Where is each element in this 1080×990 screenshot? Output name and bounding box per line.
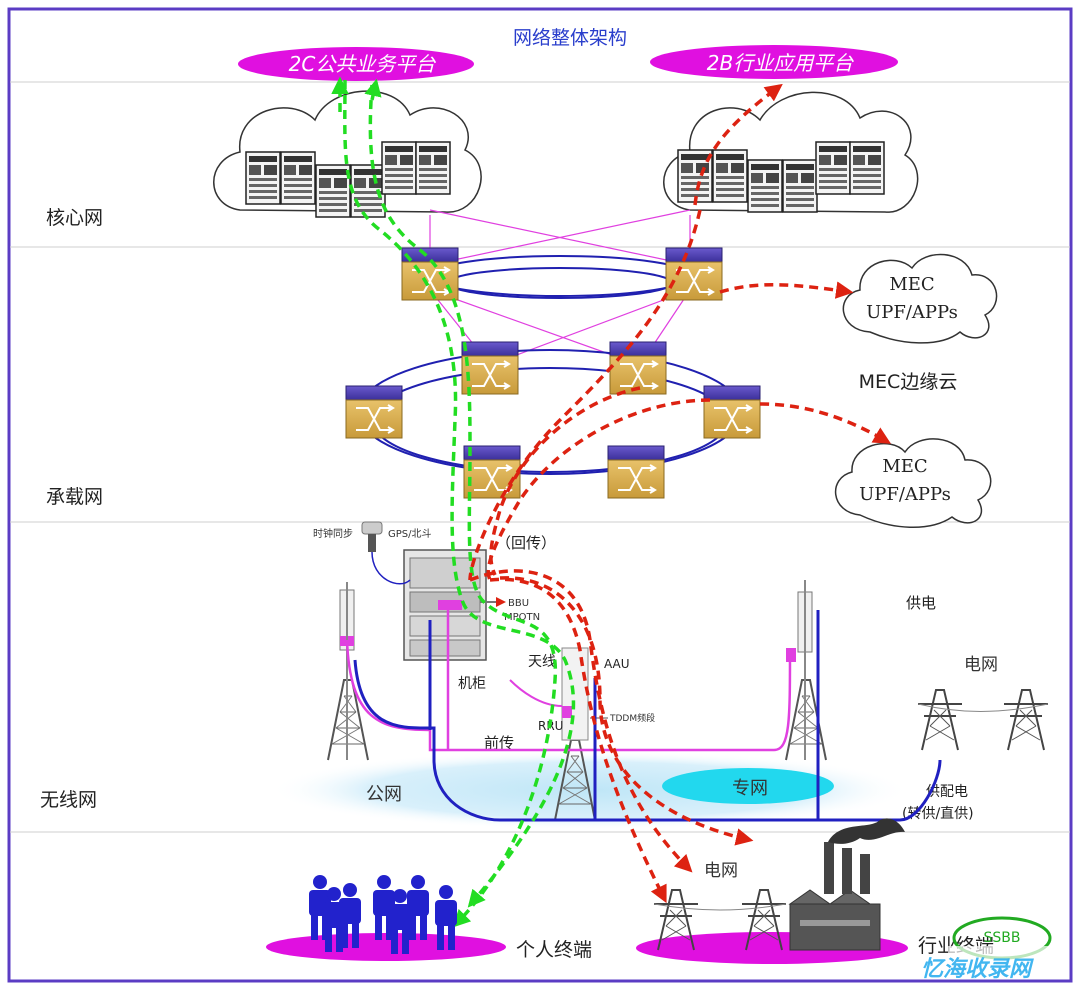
- tdd-band-label: TDDM频段: [609, 712, 655, 724]
- server-icon: [381, 141, 417, 195]
- platform-2c: 2C公共业务平台: [238, 47, 474, 81]
- mec-cloud-upper: MEC UPF/APPs: [842, 253, 998, 344]
- power-line: [917, 703, 1049, 712]
- mec-cloud-upper-line-1: MEC: [889, 274, 934, 295]
- server-icon: [280, 151, 316, 205]
- public-network-label: 公网: [366, 784, 402, 805]
- mec-cloud-upper-line-2: UPF/APPs: [866, 302, 958, 323]
- server-icon: [415, 141, 451, 195]
- mec-cloud-lower-line-2: UPF/APPs: [859, 484, 951, 505]
- gps-receiver: [361, 521, 411, 585]
- layer-label-core: 核心网: [46, 207, 103, 229]
- tower-left: [327, 582, 369, 761]
- private-network-label: 专网: [732, 778, 768, 799]
- personal-terminal-label: 个人终端: [516, 939, 592, 961]
- power-pylon: [917, 689, 963, 751]
- platform-2c-label: 2C公共业务平台: [289, 52, 437, 76]
- aggregation-switch: [345, 385, 403, 439]
- fronthaul-cabling: [345, 610, 942, 822]
- mec-cloud-lower-line-1: MEC: [882, 456, 927, 477]
- server-icon: [677, 149, 713, 203]
- access-switch: [607, 445, 665, 499]
- power-line: [653, 903, 787, 911]
- tower-right: [785, 580, 827, 761]
- flow-2c: [331, 76, 576, 928]
- power-grid-label: 电网: [964, 655, 998, 675]
- backhaul-label: （回传）: [496, 534, 556, 552]
- aau-label: AAU: [604, 657, 630, 671]
- server-icon: [245, 151, 281, 205]
- diagram-title: 网络整体架构: [513, 27, 627, 49]
- flow-2b: [468, 83, 892, 904]
- server-icon: [712, 149, 748, 203]
- mec-cloud-lower: MEC UPF/APPs: [835, 438, 992, 529]
- aggregation-switch: [609, 341, 667, 395]
- core-cloud-left: [213, 90, 482, 218]
- power-distribution-label: 供配电: [926, 784, 968, 800]
- server-icon: [315, 164, 351, 218]
- outer-frame: [7, 7, 1073, 983]
- watermark-badge: SSBB: [984, 930, 1021, 946]
- cabinet-label: 机柜: [458, 676, 486, 692]
- server-icon: [849, 141, 885, 195]
- watermark-brand: 忆海收录网: [921, 957, 1034, 982]
- factory-icon: [788, 818, 905, 951]
- platform-2b-label: 2B行业应用平台: [707, 51, 854, 75]
- server-icon: [815, 141, 851, 195]
- platform-2b: 2B行业应用平台: [650, 45, 898, 79]
- core-switch-right: [665, 247, 723, 301]
- private-network-area: [662, 768, 834, 804]
- layer-label-wireless: 无线网: [40, 789, 97, 811]
- antenna-label: 天线: [528, 654, 556, 670]
- bbu-label: BBU: [508, 598, 529, 609]
- access-switch: [463, 445, 521, 499]
- core-cloud-right: [663, 91, 919, 213]
- clock-sync-label: 时钟同步: [313, 527, 353, 540]
- layer-label-bearer: 承载网: [46, 486, 103, 508]
- server-icon: [782, 159, 818, 213]
- grid-terminal-label: 电网: [704, 861, 738, 881]
- power-pylon: [1003, 689, 1049, 751]
- mec-edge-cloud-label: MEC边缘云: [859, 371, 958, 393]
- gps-label: GPS/北斗: [388, 528, 432, 540]
- fronthaul-label: 前传: [484, 734, 514, 752]
- aggregation-switch: [461, 341, 519, 395]
- server-icon: [747, 159, 783, 213]
- power-supply-label: 供电: [906, 594, 936, 612]
- watermark-logo: SSBB 忆海收录网: [921, 916, 1064, 982]
- aggregation-switch: [703, 385, 761, 439]
- mpotn-label: MPOTN: [504, 612, 540, 623]
